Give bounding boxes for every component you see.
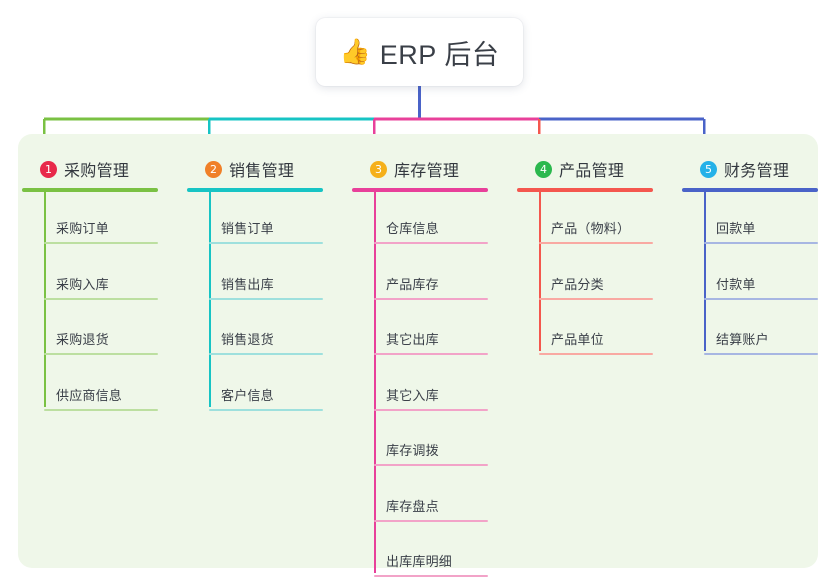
leaf-underline xyxy=(374,353,488,355)
leaf-label: 其它出库 xyxy=(386,332,439,347)
leaf-underline xyxy=(539,353,653,355)
branch-spine-5 xyxy=(704,192,706,351)
leaf-underline xyxy=(704,353,818,355)
root-node-content: 👍 ERP 后台 xyxy=(340,33,500,72)
branch-spine-4 xyxy=(539,192,541,351)
leaf-underline xyxy=(374,464,488,466)
leaf-underline xyxy=(374,242,488,244)
leaf-node[interactable]: 付款单 xyxy=(704,274,818,300)
leaf-node[interactable]: 采购订单 xyxy=(44,218,158,244)
leaf-node[interactable]: 库存调拨 xyxy=(374,440,488,466)
leaf-underline xyxy=(44,353,158,355)
thumbs-up-icon: 👍 xyxy=(339,37,371,66)
branch-underline-4 xyxy=(517,188,653,192)
branch-underline-3 xyxy=(352,188,488,192)
branch-column-1: 1 采购管理采购订单采购入库采购退货供应商信息 xyxy=(18,134,178,411)
leaf-label: 销售出库 xyxy=(221,276,274,292)
leaf-label: 客户信息 xyxy=(221,387,274,403)
branch-underline-1 xyxy=(22,188,158,192)
leaf-label: 销售订单 xyxy=(221,221,274,236)
leaf-underline xyxy=(209,297,323,300)
leaf-underline xyxy=(374,575,488,577)
branch-header-4[interactable]: 4 产品管理 xyxy=(513,154,673,184)
leaf-underline xyxy=(374,408,488,411)
leaf-underline xyxy=(209,242,323,244)
leaf-underline xyxy=(374,297,488,300)
branch-column-4: 4 产品管理产品（物料） 产品分类产品单位 xyxy=(513,134,673,355)
root-node[interactable]: 👍 ERP 后台 xyxy=(316,18,523,86)
leaf-underline xyxy=(374,519,488,522)
leaf-underline xyxy=(704,242,818,244)
leaf-node[interactable]: 产品（物料） xyxy=(539,218,653,244)
branch-badge-5: 5 xyxy=(700,160,717,178)
leaf-node[interactable]: 销售退货 xyxy=(209,329,323,355)
leaf-label: 回款单 xyxy=(716,221,756,236)
leaf-label: 产品（物料） xyxy=(551,221,631,236)
branch-title-5: 财务管理 xyxy=(724,163,790,180)
leaf-underline xyxy=(539,297,653,300)
leaf-node[interactable]: 客户信息 xyxy=(209,385,323,411)
branch-column-5: 5 财务管理回款单付款单结算账户 xyxy=(678,134,838,355)
leaf-label: 出库库明细 xyxy=(386,554,453,569)
branch-badge-4: 4 xyxy=(535,160,552,178)
branch-underline-5 xyxy=(682,188,818,192)
branch-title-4: 产品管理 xyxy=(559,163,625,180)
leaf-underline xyxy=(44,242,158,244)
leaf-node[interactable]: 库存盘点 xyxy=(374,496,488,522)
leaf-underline xyxy=(209,353,323,355)
branch-spine-3 xyxy=(374,192,376,573)
branch-badge-3: 3 xyxy=(370,160,387,178)
leaf-label: 产品库存 xyxy=(386,276,439,292)
leaf-node[interactable]: 产品单位 xyxy=(539,329,653,355)
diagram-panel: 1 采购管理采购订单采购入库采购退货供应商信息 2 销售管理销售订单销售出库销售退货客… xyxy=(18,134,818,577)
leaf-label: 产品分类 xyxy=(551,276,604,292)
branch-badge-1: 1 xyxy=(40,160,57,178)
branch-header-5[interactable]: 5 财务管理 xyxy=(678,154,838,184)
leaf-label: 库存调拨 xyxy=(386,443,439,458)
branch-header-1[interactable]: 1 采购管理 xyxy=(18,154,178,184)
leaf-label: 产品单位 xyxy=(551,332,604,347)
branch-title-1: 采购管理 xyxy=(64,163,130,180)
leaf-node[interactable]: 产品库存 xyxy=(374,274,488,300)
leaf-label: 供应商信息 xyxy=(56,387,123,403)
leaf-underline xyxy=(44,297,158,300)
leaf-label: 库存盘点 xyxy=(386,498,439,514)
leaf-node[interactable]: 结算账户 xyxy=(704,329,818,355)
leaf-node[interactable]: 销售出库 xyxy=(209,274,323,300)
leaf-underline xyxy=(209,408,323,411)
leaf-node[interactable]: 产品分类 xyxy=(539,274,653,300)
leaf-node[interactable]: 其它入库 xyxy=(374,385,488,411)
leaf-label: 其它入库 xyxy=(386,387,439,403)
branch-title-3: 库存管理 xyxy=(394,163,460,180)
leaf-node[interactable]: 其它出库 xyxy=(374,329,488,355)
leaf-label: 销售退货 xyxy=(221,332,274,347)
leaf-label: 付款单 xyxy=(716,276,756,292)
leaf-label: 采购订单 xyxy=(56,221,109,236)
branch-underline-2 xyxy=(187,188,323,192)
leaf-underline xyxy=(539,242,653,244)
leaf-node[interactable]: 回款单 xyxy=(704,218,818,244)
leaf-node[interactable]: 销售订单 xyxy=(209,218,323,244)
branch-header-3[interactable]: 3 库存管理 xyxy=(348,154,508,184)
leaf-underline xyxy=(44,408,158,411)
leaf-underline xyxy=(704,297,818,300)
branch-badge-2: 2 xyxy=(205,160,222,178)
leaf-label: 采购入库 xyxy=(56,276,109,292)
branch-column-3: 3 库存管理仓库信息产品库存其它出库其它入库库存调拨库存盘点出库库明细 xyxy=(348,134,508,577)
leaf-label: 采购退货 xyxy=(56,332,109,347)
branch-title-2: 销售管理 xyxy=(229,163,295,180)
leaf-node[interactable]: 采购入库 xyxy=(44,274,158,300)
branch-header-2[interactable]: 2 销售管理 xyxy=(183,154,343,184)
leaf-node[interactable]: 仓库信息 xyxy=(374,218,488,244)
branch-column-2: 2 销售管理销售订单销售出库销售退货客户信息 xyxy=(183,134,343,411)
leaf-node[interactable]: 采购退货 xyxy=(44,329,158,355)
root-title: ERP 后台 xyxy=(379,39,500,70)
leaf-label: 结算账户 xyxy=(716,332,769,347)
leaf-label: 仓库信息 xyxy=(386,221,439,236)
leaf-node[interactable]: 供应商信息 xyxy=(44,385,158,411)
leaf-node[interactable]: 出库库明细 xyxy=(374,551,488,577)
